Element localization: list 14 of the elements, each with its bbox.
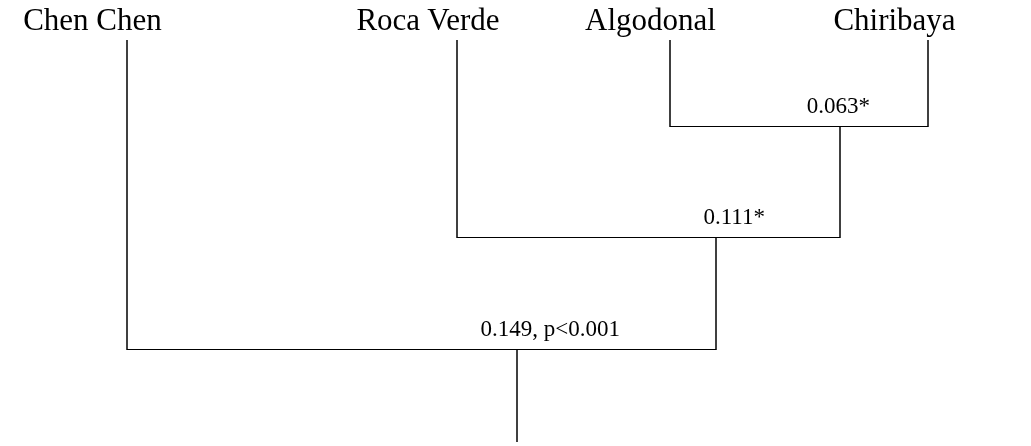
- population-label: Chiribaya: [758, 0, 1031, 40]
- tree-branch-line: [516, 349, 518, 443]
- tree-branch-line: [456, 39, 458, 239]
- distance-value: 0.111*: [703, 203, 765, 231]
- tree-branch-line: [669, 39, 671, 128]
- distance-value: 0.063*: [806, 92, 870, 120]
- population-label: Roca Verde: [318, 0, 538, 40]
- population-label: Algodonal: [553, 0, 748, 40]
- distance-value: 0.149, p<0.001: [480, 315, 620, 343]
- tree-branch-line: [927, 39, 929, 128]
- tree-branch-line: [126, 39, 128, 351]
- tree-branch-line: [715, 237, 717, 351]
- tree-branch-line: [839, 126, 841, 239]
- population-label: Chen Chen: [0, 0, 185, 40]
